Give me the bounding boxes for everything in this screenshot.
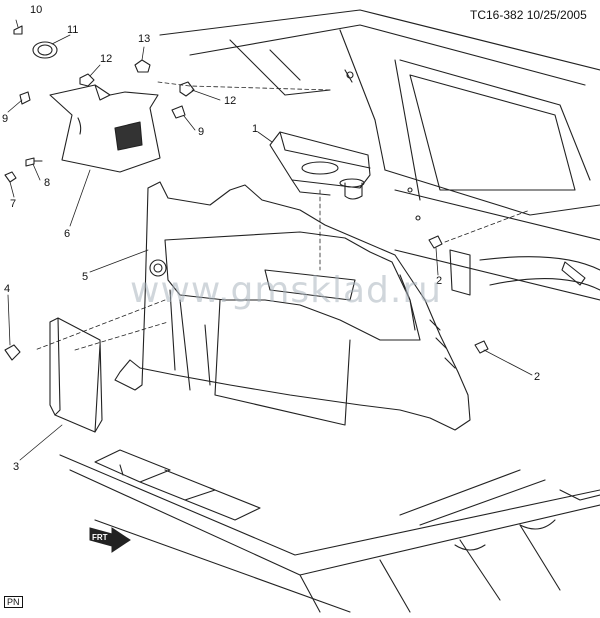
callout-labels: 10 11 12 13 12 9 1 9 8 7 6 5 2 4 2 3 (2, 4, 540, 473)
callout: 5 (82, 271, 88, 283)
callout: 6 (64, 228, 70, 240)
callout: 12 (100, 53, 112, 65)
callout: 13 (138, 33, 150, 45)
clip-9-right (171, 105, 186, 119)
callout: 12 (224, 95, 236, 107)
storage-tray (269, 131, 371, 200)
side-cover-panel (49, 317, 103, 433)
clip-12-right (179, 81, 195, 97)
clip-13 (134, 59, 151, 73)
retainer-10 (13, 25, 23, 35)
clip-7 (4, 171, 17, 183)
callout: 9 (2, 113, 8, 125)
front-arrow-label: FRT (92, 533, 108, 542)
callout: 3 (13, 461, 19, 473)
callout: 10 (30, 4, 42, 16)
quarter-trim-panel (114, 181, 471, 431)
pillar-trim-panel (49, 84, 161, 173)
fasteners (4, 25, 489, 476)
retainer-2-lower (474, 340, 489, 354)
clip-12-upper (79, 73, 95, 87)
front-arrow-icon: FRT (89, 527, 131, 553)
callout: 7 (10, 198, 16, 210)
grommet-11 (32, 41, 58, 59)
callout: 11 (67, 24, 78, 36)
pn-badge: PN (4, 596, 23, 608)
diagram-id: TC16-382 10/25/2005 (470, 8, 587, 22)
bolt-4 (4, 344, 21, 361)
callout: 2 (534, 371, 540, 383)
callout: 4 (4, 283, 10, 295)
leader-lines (7, 19, 533, 461)
clip-9-left (19, 91, 31, 105)
floor-pan (59, 449, 600, 613)
callout: 8 (44, 177, 50, 189)
callout: 2 (436, 275, 442, 287)
watermark: www.gmsklad.ru (130, 270, 442, 311)
callout: 9 (198, 126, 204, 138)
screw-8 (25, 157, 43, 167)
vehicle-body (159, 9, 600, 301)
retainer-2-upper (428, 235, 443, 249)
floor-pin (119, 464, 124, 476)
callout: 1 (252, 123, 258, 135)
